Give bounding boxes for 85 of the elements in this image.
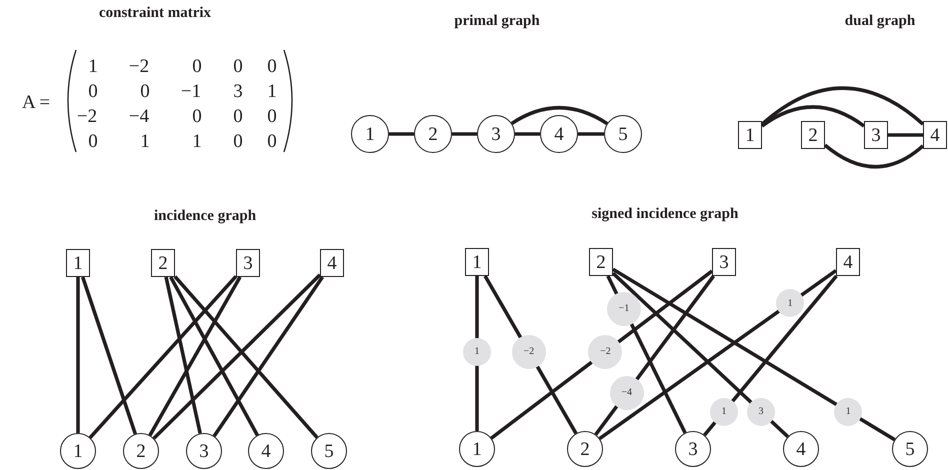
edge-label: −4 bbox=[610, 376, 644, 410]
section-title: primal graph bbox=[454, 13, 540, 30]
variable-circle: 3 bbox=[477, 115, 515, 153]
variable-circle: 2 bbox=[414, 115, 452, 153]
variable-circle: 4 bbox=[540, 115, 578, 153]
constraint-box: 3 bbox=[864, 121, 888, 149]
matrix-entry: 0 bbox=[267, 107, 277, 126]
constraint-box: 1 bbox=[738, 121, 762, 149]
edge-line bbox=[490, 270, 714, 440]
edge-line bbox=[510, 106, 608, 126]
constraint-box: 1 bbox=[66, 249, 90, 277]
matrix-entry: 3 bbox=[233, 82, 243, 101]
edge-line bbox=[148, 276, 242, 436]
edge-line bbox=[76, 277, 80, 433]
matrix-entry: 0 bbox=[267, 57, 277, 76]
edge-line bbox=[598, 269, 838, 440]
matrix-entry: −1 bbox=[180, 82, 202, 101]
matrix-entry: −2 bbox=[128, 57, 150, 76]
variable-circle: 4 bbox=[783, 431, 819, 467]
variable-circle: 1 bbox=[351, 115, 389, 153]
matrix-entry: 0 bbox=[233, 57, 243, 76]
edge-line bbox=[824, 144, 924, 168]
variable-circle: 5 bbox=[892, 431, 928, 467]
edge-line bbox=[164, 276, 202, 434]
edge-label: −2 bbox=[588, 334, 622, 369]
variable-circle: 1 bbox=[60, 433, 96, 469]
edge-label: 1 bbox=[463, 338, 491, 366]
edge-label: 3 bbox=[747, 398, 775, 426]
edge-label: 1 bbox=[776, 289, 804, 318]
matrix-entry: 0 bbox=[88, 132, 98, 151]
edge-line bbox=[578, 132, 604, 136]
edge-line bbox=[703, 274, 838, 436]
section-title: signed incidence graph bbox=[592, 206, 738, 223]
variable-circle: 1 bbox=[459, 431, 495, 467]
matrix-entry: 0 bbox=[192, 107, 202, 126]
constraint-box: 3 bbox=[236, 249, 260, 277]
edge-line bbox=[612, 272, 790, 438]
matrix-entry: 0 bbox=[140, 82, 150, 101]
constraint-box: 4 bbox=[836, 248, 860, 276]
matrix-name: A = bbox=[22, 92, 50, 114]
edge-line bbox=[888, 133, 923, 137]
constraint-box: 1 bbox=[465, 248, 489, 276]
matrix-entry: 0 bbox=[233, 132, 243, 151]
constraint-box: 2 bbox=[151, 249, 175, 277]
section-title: constraint matrix bbox=[98, 5, 212, 22]
edge-line bbox=[88, 275, 238, 439]
edge-line bbox=[452, 132, 477, 136]
variable-circle: 3 bbox=[186, 433, 222, 469]
matrix-entry: 1 bbox=[140, 132, 150, 151]
variable-circle: 5 bbox=[604, 115, 642, 153]
variable-circle: 2 bbox=[123, 433, 159, 469]
edge-line bbox=[515, 132, 540, 136]
edge-line bbox=[612, 268, 896, 442]
edge-line bbox=[174, 275, 318, 439]
constraint-box: 4 bbox=[923, 121, 947, 149]
matrix-entry: 0 bbox=[88, 82, 98, 101]
edge-label: −1 bbox=[607, 292, 641, 326]
edge-label: 1 bbox=[710, 398, 738, 426]
matrix-entry: −2 bbox=[76, 107, 98, 126]
variable-circle: 5 bbox=[311, 433, 347, 469]
edge-line bbox=[169, 276, 259, 436]
variable-circle: 3 bbox=[675, 431, 711, 467]
matrix-entry: 0 bbox=[233, 107, 243, 126]
matrix-entry: 0 bbox=[267, 132, 277, 151]
matrix-entry: 0 bbox=[192, 57, 202, 76]
matrix-entry: 1 bbox=[267, 82, 277, 101]
variable-circle: 4 bbox=[248, 433, 284, 469]
edge-label: 1 bbox=[834, 398, 862, 426]
constraint-box: 2 bbox=[801, 121, 825, 149]
edge-line bbox=[152, 274, 322, 440]
section-title: dual graph bbox=[844, 13, 916, 30]
edge-line bbox=[389, 132, 414, 136]
constraint-box: 2 bbox=[589, 248, 613, 276]
variable-circle: 2 bbox=[567, 431, 603, 467]
edge-label: −2 bbox=[512, 334, 546, 369]
matrix-entry: 1 bbox=[88, 57, 98, 76]
matrix-entry: −4 bbox=[128, 107, 150, 126]
matrix-entry: 1 bbox=[192, 132, 202, 151]
edge-line bbox=[760, 105, 866, 128]
edge-line bbox=[80, 276, 137, 434]
constraint-box: 3 bbox=[712, 248, 736, 276]
constraint-box: 4 bbox=[320, 249, 344, 277]
section-title: incidence graph bbox=[154, 208, 256, 225]
edge-line bbox=[760, 86, 924, 126]
edge-line bbox=[212, 276, 324, 438]
